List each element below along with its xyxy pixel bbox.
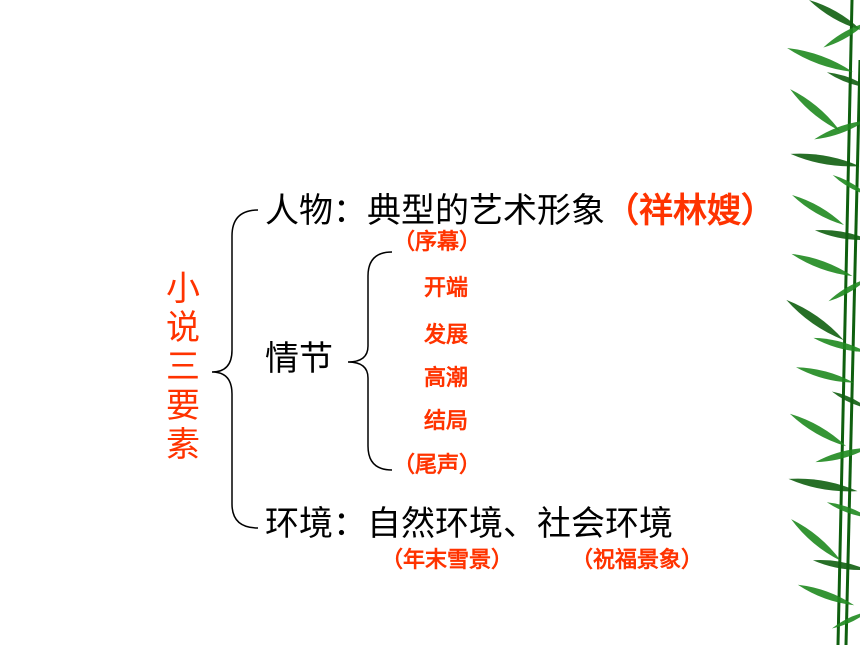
setting-social-example: （祝福景象）: [571, 548, 704, 573]
inner-brace: [347, 251, 393, 471]
outer-brace: [211, 209, 259, 529]
diagram-title: 小说三要素: [166, 269, 200, 465]
plot-label: 情节: [265, 339, 333, 379]
setting-label: 环境：自然环境、社会环境: [265, 504, 673, 544]
plot-stage-epilogue: （尾声）: [393, 453, 482, 478]
plot-stage-climax: 高潮: [424, 366, 469, 391]
character-example: （祥林嫂）: [605, 191, 775, 231]
plot-stage-prologue: （序幕）: [393, 230, 482, 255]
plot-stage-beginning: 开端: [424, 276, 469, 301]
plot-stage-development: 发展: [424, 323, 469, 348]
plot-stage-ending: 结局: [424, 409, 469, 434]
setting-natural-example: （年末雪景）: [381, 548, 514, 573]
character-label: 人物：典型的艺术形象: [265, 191, 605, 231]
